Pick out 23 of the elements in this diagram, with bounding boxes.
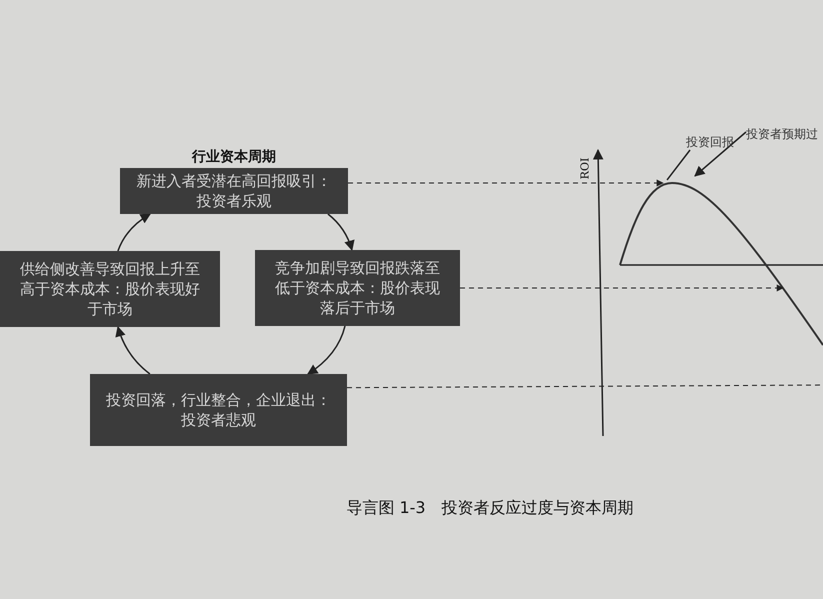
curve-label: 投资回报 (686, 134, 734, 151)
cycle-arrow (327, 213, 354, 251)
stage-box (90, 374, 347, 446)
stage-text: 供给侧改善导致回报上升至高于资本成本：股价表现好于市场 (19, 259, 201, 319)
cycle-arrow (117, 213, 151, 252)
arrow (694, 131, 746, 177)
stage-text: 投资回落，行业整合，企业退出：投资者悲观 (105, 390, 332, 430)
stage-box (255, 250, 460, 326)
dashed-arrow (348, 180, 664, 186)
stage-box (0, 251, 220, 327)
curve-label: 投资者预期过 (746, 126, 818, 143)
roi-curve-drawing (592, 148, 823, 436)
stage-text: 新进入者受潜在高回报吸引：投资者乐观 (136, 171, 332, 211)
dashed-arrow (460, 284, 784, 292)
cycle-arrow (116, 326, 150, 375)
stage-text: 竞争加剧导致回报跌落至低于资本成本：股价表现落后于市场 (274, 258, 441, 318)
cycle-arrow (307, 326, 346, 375)
diagram-title: 行业资本周期 (190, 148, 277, 166)
figure-caption: 导言图 1-3 投资者反应过度与资本周期 (345, 498, 635, 519)
dashed-line (346, 384, 823, 388)
axis-label: ROI (578, 158, 592, 180)
stage-box (120, 168, 348, 214)
leader-line (666, 150, 691, 180)
